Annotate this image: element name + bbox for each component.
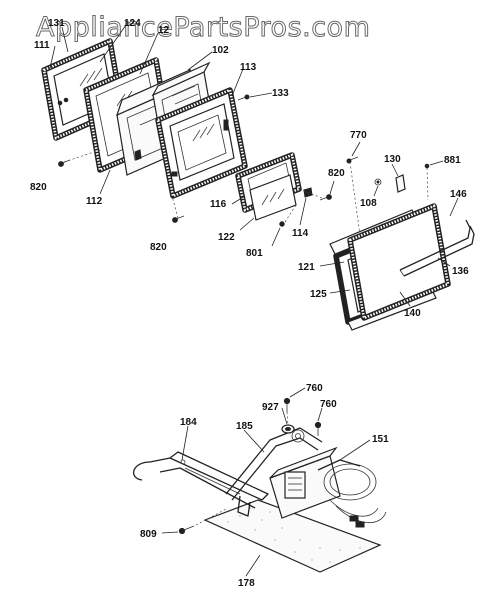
screw-881	[424, 163, 430, 201]
insulation-pad-178	[203, 499, 382, 573]
part-label-124: 124	[124, 18, 141, 29]
lock-motor-151	[269, 446, 387, 528]
leader-lines	[49, 24, 459, 577]
part-label-116: 116	[210, 199, 227, 210]
watermark: AppliancePartsPros.com	[36, 12, 370, 43]
bracket-130	[395, 174, 406, 193]
part-label-927: 927	[262, 402, 279, 413]
screw-820-left	[58, 159, 71, 167]
part-label-112: 112	[86, 196, 103, 207]
part-label-121: 121	[298, 262, 315, 273]
part-labels: 131 111 124 12 102 113 133 820 112 116 1…	[30, 18, 469, 589]
part-label-146: 146	[450, 189, 467, 200]
lock-link-185	[225, 427, 323, 501]
part-label-151: 151	[372, 434, 389, 445]
part-label-760-left: 760	[306, 383, 323, 394]
part-label-130: 130	[384, 154, 401, 165]
part-label-184: 184	[180, 417, 197, 428]
part-label-820-bottom: 820	[150, 242, 167, 253]
screw-820-bottom	[172, 215, 185, 223]
part-label-12x: 12	[158, 25, 170, 36]
inner-door-frame	[155, 87, 248, 199]
part-label-131: 131	[48, 18, 65, 29]
part-label-113: 113	[240, 62, 257, 73]
screw-809	[178, 525, 195, 535]
part-label-140: 140	[404, 308, 421, 319]
part-label-760-right: 760	[320, 399, 337, 410]
screw-770	[346, 156, 359, 164]
part-label-114: 114	[292, 228, 309, 239]
part-label-881: 881	[444, 155, 461, 166]
part-label-102: 102	[212, 45, 229, 56]
part-label-820-right: 820	[328, 168, 345, 179]
door-handle-bar	[399, 219, 475, 277]
screw-820-right	[319, 194, 332, 201]
part-label-809: 809	[140, 529, 157, 540]
part-label-178: 178	[238, 578, 255, 589]
part-label-108: 108	[360, 198, 377, 209]
grommet-927	[281, 424, 295, 434]
part-label-111: 111	[34, 40, 50, 51]
latch-hook-184	[132, 451, 269, 517]
part-label-133: 133	[272, 88, 289, 99]
part-label-770: 770	[350, 130, 367, 141]
part-label-125: 125	[310, 289, 327, 300]
screw-760-right	[314, 421, 322, 436]
part-label-801: 801	[246, 248, 263, 259]
screw-133	[237, 94, 250, 101]
door-lock-assembly	[132, 397, 387, 573]
window-glass-122	[249, 174, 297, 221]
part-label-136: 136	[452, 266, 469, 277]
spacer-108	[374, 178, 382, 186]
screw-801	[279, 221, 285, 227]
door-parts-exploded-view	[41, 38, 475, 331]
screw-760-left	[283, 397, 291, 412]
part-label-185: 185	[236, 421, 253, 432]
part-label-820-left: 820	[30, 182, 47, 193]
part-label-122: 122	[218, 232, 235, 243]
door-handle-frame	[347, 203, 451, 321]
